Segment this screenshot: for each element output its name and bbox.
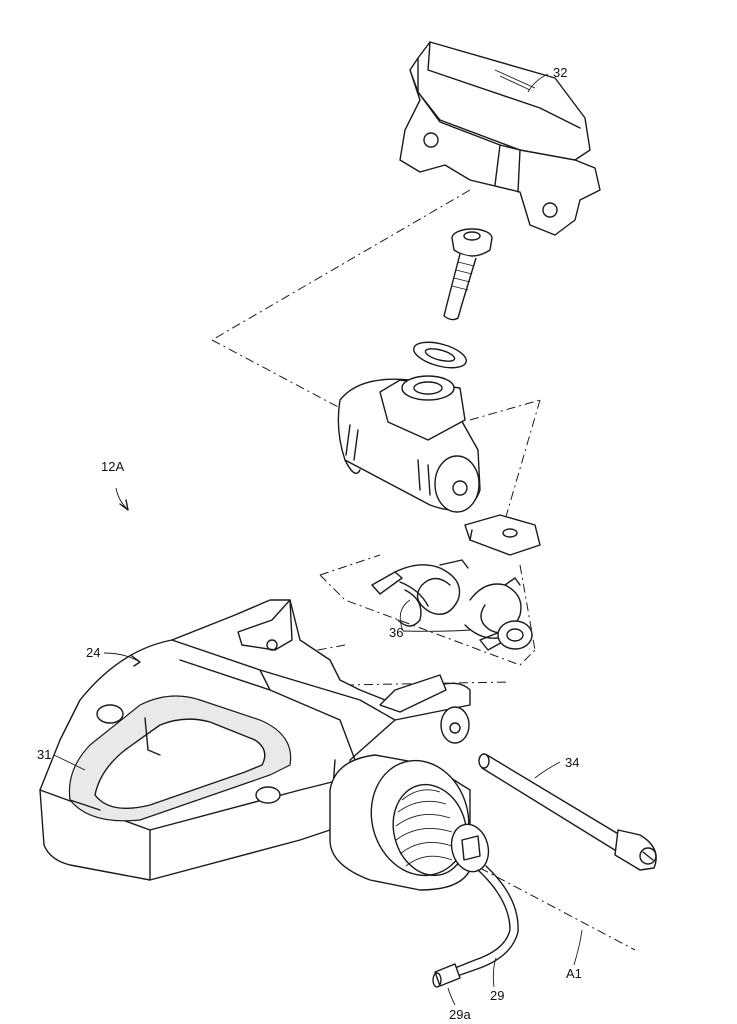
label-32: 32 bbox=[553, 65, 567, 80]
pedal-body bbox=[39, 599, 471, 881]
housing-block bbox=[337, 375, 481, 513]
spindle-boss bbox=[329, 754, 490, 891]
washer bbox=[413, 341, 467, 369]
springs bbox=[371, 559, 533, 651]
screw bbox=[443, 228, 493, 321]
reference-labels: 32 12A 36 24 31 34 A1 29 29a bbox=[37, 65, 582, 1022]
cleat-part bbox=[399, 41, 601, 236]
nut-plate bbox=[464, 514, 541, 556]
label-a1: A1 bbox=[566, 966, 582, 981]
label-29: 29 bbox=[490, 988, 504, 1003]
leader-lines bbox=[53, 73, 583, 1006]
label-36: 36 bbox=[389, 625, 403, 640]
wire bbox=[432, 865, 519, 988]
label-34: 34 bbox=[565, 755, 579, 770]
label-12a: 12A bbox=[101, 459, 124, 474]
label-24: 24 bbox=[86, 645, 100, 660]
label-31: 31 bbox=[37, 747, 51, 762]
label-29a: 29a bbox=[449, 1007, 471, 1022]
pin bbox=[478, 753, 657, 871]
